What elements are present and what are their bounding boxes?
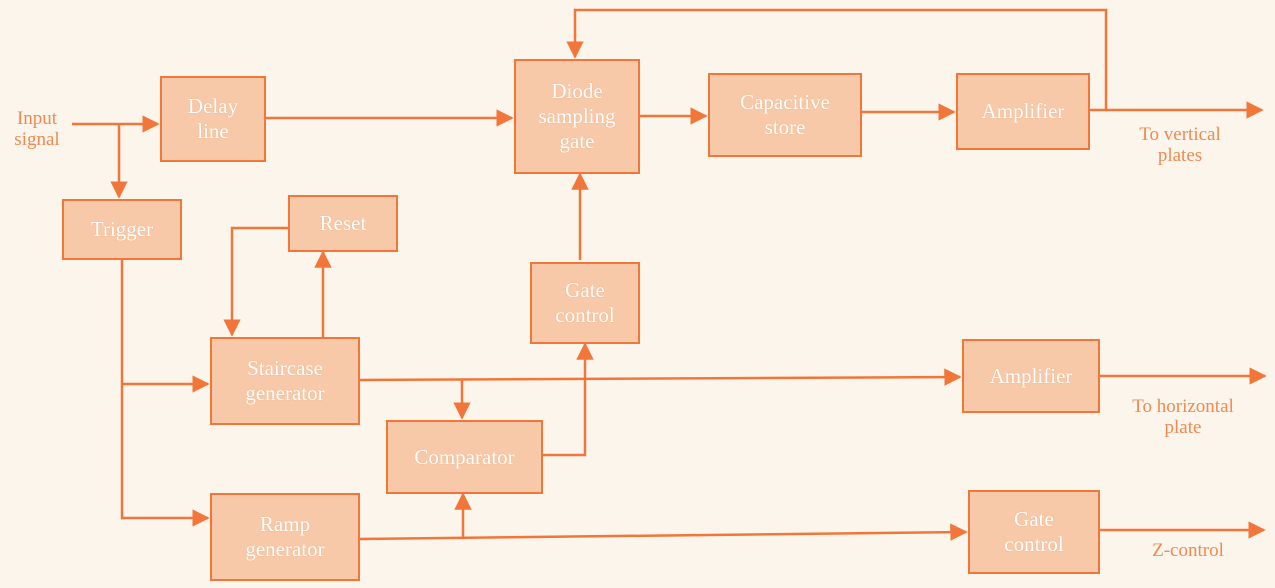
wire-reset-to-staircase (223, 226, 288, 337)
amplifier-horizontal-label: Amplifier (989, 363, 1073, 388)
z-control-label: Z-control (1152, 540, 1224, 561)
gate-control-upper-block: Gate control (530, 262, 640, 344)
ramp-generator-label: Ramp generator (245, 512, 325, 561)
amplifier-vertical-label: Amplifier (981, 99, 1065, 123)
wire-comparator-to-gatecontrol (543, 342, 594, 457)
staircase-generator-label: Staircase generator (245, 356, 325, 405)
capacitive-store-block: Capacitive store (708, 73, 862, 157)
wire-ramp-to-gatecontrol (359, 523, 968, 541)
diode-sampling-gate-label: Diode sampling gate (538, 79, 616, 153)
amplifier-horizontal-block: Amplifier (962, 339, 1100, 413)
comparator-block: Comparator (386, 420, 543, 494)
wire-staircase-to-amplifier (359, 368, 962, 386)
to-vertical-plates-label: To vertical plates (1139, 124, 1221, 166)
comparator-label: Comparator (414, 444, 515, 469)
diode-sampling-gate-block: Diode sampling gate (514, 59, 640, 174)
gate-control-lower-label: Gate control (1004, 507, 1064, 556)
trigger-label: Trigger (90, 217, 154, 241)
ramp-generator-block: Ramp generator (210, 493, 360, 581)
capacitive-store-label: Capacitive store (740, 90, 830, 139)
reset-block: Reset (288, 195, 398, 252)
delay-line-block: Delay line (160, 76, 266, 162)
delay-line-label: Delay line (187, 94, 239, 143)
trigger-block: Trigger (62, 199, 182, 260)
gate-control-upper-label: Gate control (555, 278, 615, 327)
wire-feedback-loop (566, 8, 1108, 110)
staircase-generator-block: Staircase generator (210, 337, 360, 425)
gate-control-lower-block: Gate control (968, 490, 1100, 574)
reset-label: Reset (319, 211, 367, 235)
wire-trigger-to-ramp (120, 260, 210, 527)
amplifier-vertical-block: Amplifier (956, 73, 1090, 150)
to-horizontal-plate-label: To horizontal plate (1132, 396, 1234, 438)
input-signal-label: Input signal (14, 108, 60, 150)
